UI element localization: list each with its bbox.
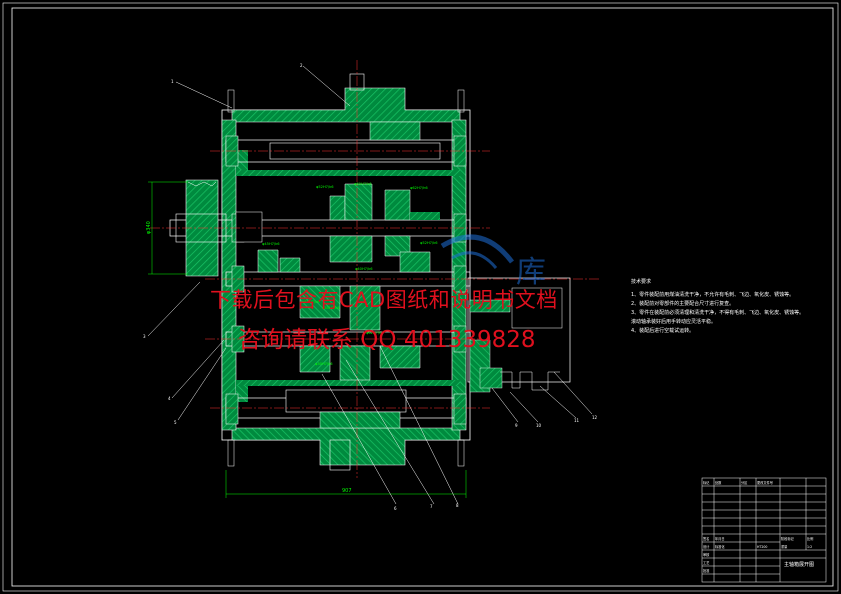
notes-title: 技术要求 [631, 279, 652, 285]
inner-frame [11, 7, 834, 587]
dimension-height: φ340 [146, 221, 152, 234]
part-number: 9 [515, 423, 518, 428]
fit-label: φ60H7/k6 [302, 300, 320, 304]
fit-label: φ62H7/h6 [410, 186, 428, 190]
part-number: 8 [456, 503, 459, 508]
part-number: 2 [300, 63, 303, 68]
title-label: 比例 [807, 536, 813, 541]
part-number: 4 [168, 396, 171, 401]
notes-line: 1、零件装配前用煤油清洗干净，不允许有毛刺、飞边、氧化皮、锈蚀等。 [631, 292, 795, 298]
part-number: 11 [574, 418, 580, 423]
fit-label: φ45H7/k6 [262, 242, 280, 246]
title-label: 分区 [741, 480, 748, 485]
fit-label: φ40H7/k6 [355, 267, 373, 271]
dimension-width: 907 [342, 488, 352, 494]
title-label: 签名 [703, 536, 709, 541]
notes-line: 3、零件在装配前必须清理和清洗干净，不得有毛刺、飞边、氧化皮、锈蚀等。 [631, 310, 805, 316]
part-number: 5 [174, 420, 177, 425]
title-label: 处数 [715, 480, 722, 485]
title-material: HT200 [757, 545, 767, 549]
part-number: 1 [171, 79, 174, 84]
part-number: 10 [536, 423, 542, 428]
part-number: 7 [430, 504, 433, 509]
watermark-text-line2: 咨询请联系 QQ 401339828 [238, 327, 536, 353]
part-number: 12 [592, 415, 598, 420]
fit-label: φ52H7/k6 [420, 241, 438, 245]
title-label: 标准化 [715, 544, 725, 549]
fit-label: φ52H7/k6 [316, 185, 334, 189]
title-label: 审核 [703, 552, 710, 557]
fit-label: φ62H7/k6 [366, 331, 384, 335]
part-number: 6 [394, 506, 397, 511]
fit-label: φ35H7/k6 [322, 306, 340, 310]
watermark-logo-char: 库 [516, 255, 546, 290]
notes-line: 4、装配后进行空载试运转。 [631, 328, 695, 334]
notes-line: 滚动轴承装好后用手转动应灵活平稳。 [631, 319, 717, 325]
title-label: 工艺 [703, 560, 709, 565]
title-label: 设计 [703, 544, 710, 549]
title-label: 年月日 [715, 536, 725, 541]
part-balloons: 1 2 3 4 5 6 7 8 9 10 11 12 [143, 63, 598, 511]
title-label: 重量 [781, 544, 788, 549]
fit-label: φ30H7/k6 [315, 362, 333, 366]
gearbox-section: φ52H7/k6 φ60H7/k6 φ62H7/h6 φ45H7/k6 φ52H… [143, 60, 600, 511]
title-scale: 1:2 [807, 545, 812, 549]
title-label: 更改文件号 [757, 480, 773, 485]
fit-label: φ60H7/k6 [354, 182, 372, 186]
fit-labels: φ52H7/k6 φ60H7/k6 φ62H7/h6 φ45H7/k6 φ52H… [262, 182, 438, 366]
watermark-text-line1: 下载后包含有CAD图纸和说明书文档 [210, 288, 558, 312]
drawing-name: 主轴箱展开图 [784, 561, 814, 568]
notes-line: 2、装配前对零部件的主要配合尺寸进行复查。 [631, 301, 735, 307]
title-label: 阶段标记 [781, 536, 795, 541]
title-block [701, 477, 827, 583]
watermark-logo-icon: 库 [440, 234, 546, 290]
part-number: 3 [143, 334, 146, 339]
title-label: 标记 [703, 480, 710, 485]
title-label: 批准 [703, 568, 710, 573]
